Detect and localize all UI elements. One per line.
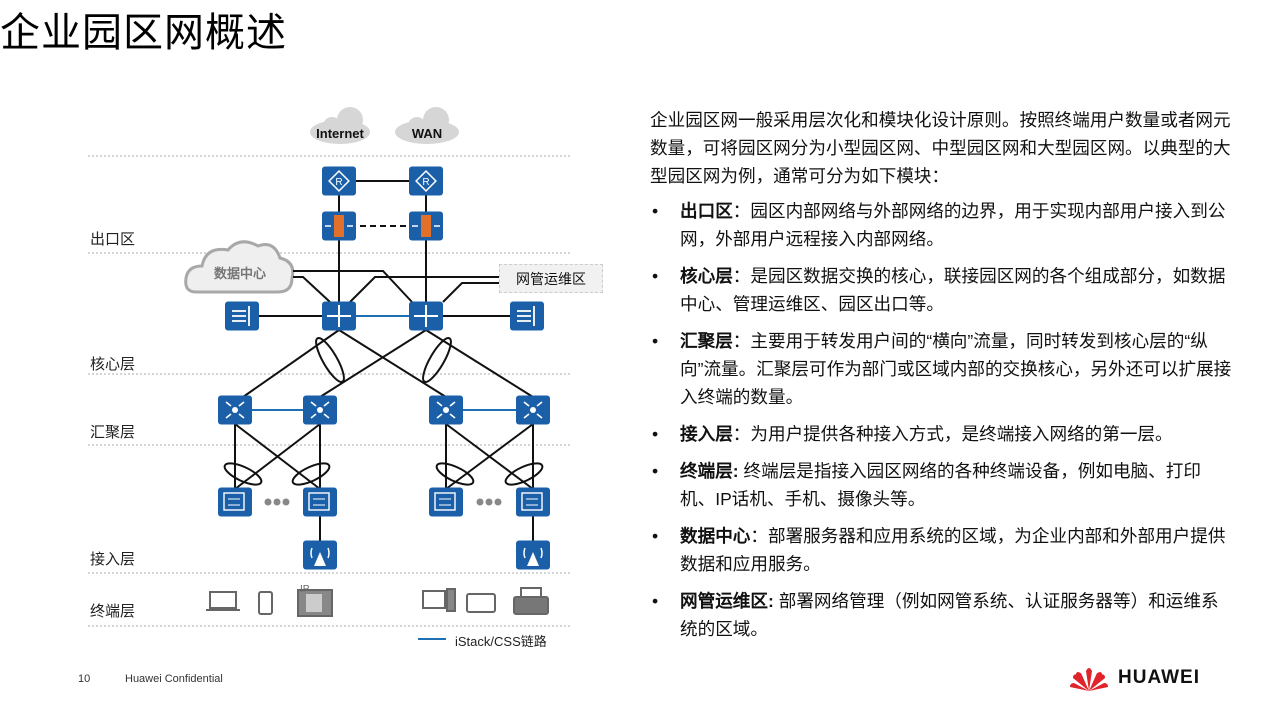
aggregation-switch-icon	[516, 395, 550, 425]
core-switch-icon	[322, 301, 356, 331]
module-list: 出口区：园区内部网络与外部网络的边界，用于实现内部用户接入到公网，外部用户远程接…	[650, 197, 1235, 643]
brand-name: HUAWEI	[1118, 667, 1200, 688]
list-item: 网管运维区: 部署网络管理（例如网管系统、认证服务器等）和运维系统的区域。	[650, 587, 1235, 643]
internet-cloud	[310, 107, 370, 144]
server-switch-icon	[510, 301, 544, 331]
huawei-flower-icon	[1070, 668, 1108, 691]
core-switch-icon	[409, 301, 443, 331]
page-number: 10	[78, 673, 91, 685]
intro-paragraph: 企业园区网一般采用层次化和模块化设计原则。按照终端用户数量或者网元数量，可将园区…	[650, 110, 1231, 186]
aggregation-switch-icon	[303, 395, 337, 425]
datacenter-label: 数据中心	[213, 266, 266, 281]
bullet-term: 出口区	[680, 201, 733, 221]
bullet-text: ：主要用于转发用户间的“横向”流量，同时转发到核心层的“纵向”流量。汇聚层可作为…	[680, 331, 1232, 407]
desktop-pc-icon	[422, 588, 456, 612]
list-item: 接入层：为用户提供各种接入方式，是终端接入网络的第一层。	[650, 420, 1235, 448]
bullet-term: 汇聚层	[680, 331, 733, 351]
legend-stack-link: iStack/CSS链路	[455, 634, 547, 649]
wan-cloud-label: WAN	[411, 126, 443, 141]
bullet-text: ：园区内部网络与外部网络的边界，用于实现内部用户接入到公网，外部用户远程接入内部…	[680, 201, 1226, 249]
layer-label-terminal: 终端层	[90, 603, 136, 620]
wan-cloud	[395, 107, 459, 144]
bullet-text: 终端层是指接入园区网络的各种终端设备，例如电脑、打印机、IP话机、手机、摄像头等…	[680, 461, 1201, 509]
huawei-logo: HUAWEI	[1068, 663, 1200, 693]
access-point-icon	[303, 540, 337, 570]
layer-label-core: 核心层	[90, 356, 136, 373]
list-item: 出口区：园区内部网络与外部网络的边界，用于实现内部用户接入到公网，外部用户远程接…	[650, 197, 1235, 253]
bullet-term: 网管运维区:	[680, 591, 774, 611]
bullet-text: ：部署服务器和应用系统的区域，为企业内部和外部用户提供数据和应用服务。	[680, 526, 1226, 574]
aggregation-switch-icon	[218, 395, 252, 425]
printer-icon	[513, 587, 549, 615]
ip-label: IP	[300, 584, 310, 595]
list-item: 终端层: 终端层是指接入园区网络的各种终端设备，例如电脑、打印机、IP话机、手机…	[650, 457, 1235, 513]
layer-label-aggregation: 汇聚层	[90, 424, 136, 441]
bullet-term: 数据中心	[680, 526, 751, 546]
datacenter-cloud-icon	[184, 240, 295, 294]
firewall-icon	[409, 211, 443, 241]
list-item: 汇聚层：主要用于转发用户间的“横向”流量，同时转发到核心层的“纵向”流量。汇聚层…	[650, 327, 1235, 411]
bullet-term: 终端层:	[680, 461, 739, 481]
description-text: 企业园区网一般采用层次化和模块化设计原则。按照终端用户数量或者网元数量，可将园区…	[650, 106, 1235, 652]
links	[223, 180, 544, 545]
access-point-icon	[516, 540, 550, 570]
svg-text:R: R	[422, 177, 429, 188]
access-switch-icon	[429, 487, 463, 517]
layer-dividers	[88, 155, 572, 627]
list-item: 数据中心：部署服务器和应用系统的区域，为企业内部和外部用户提供数据和应用服务。	[650, 522, 1235, 578]
bullet-text: 部署网络管理（例如网管系统、认证服务器等）和运维系统的区域。	[680, 591, 1219, 639]
laptop-icon	[206, 591, 240, 611]
stack-links	[250, 315, 517, 640]
router-icon: R	[409, 166, 443, 196]
bullet-text: ：为用户提供各种接入方式，是终端接入网络的第一层。	[732, 424, 1173, 444]
router-icon: R	[322, 166, 356, 196]
page-title: 企业园区网概述	[0, 11, 287, 55]
management-zone-box: 网管运维区	[499, 264, 603, 293]
aggregation-switch-icon	[429, 395, 463, 425]
ip-phone-icon	[297, 589, 333, 617]
bullet-text: ：是园区数据交换的核心，联接园区网的各个组成部分，如数据中心、管理运维区、园区出…	[680, 266, 1226, 314]
layer-label-egress: 出口区	[90, 231, 136, 248]
access-switch-icon	[218, 487, 252, 517]
access-switch-icon	[303, 487, 337, 517]
access-switch-icon	[516, 487, 550, 517]
bullet-term: 接入层	[680, 424, 733, 444]
server-switch-icon	[225, 301, 259, 331]
confidential-label: Huawei Confidential	[125, 673, 223, 685]
bullet-term: 核心层	[680, 266, 733, 286]
svg-text:R: R	[335, 177, 342, 188]
tablet-icon	[466, 593, 496, 613]
list-item: 核心层：是园区数据交换的核心，联接园区网的各个组成部分，如数据中心、管理运维区、…	[650, 262, 1235, 318]
more-dots-icon	[264, 498, 502, 506]
internet-cloud-label: Internet	[316, 126, 364, 141]
layer-label-access: 接入层	[90, 551, 136, 568]
mobile-phone-icon	[258, 591, 273, 615]
firewall-icon	[322, 211, 356, 241]
